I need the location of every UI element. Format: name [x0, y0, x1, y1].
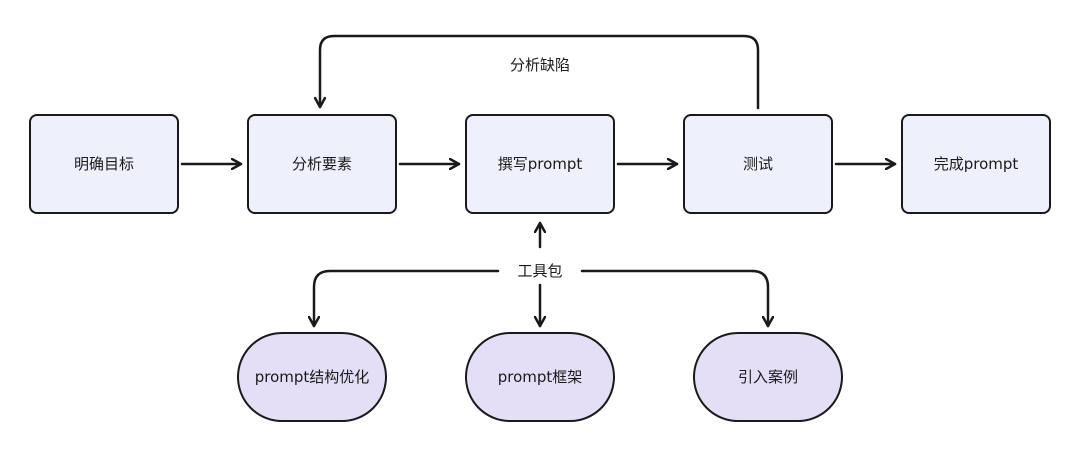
tool-structure-optimization: prompt结构优化 — [237, 332, 387, 422]
toolkit-label: 工具包 — [500, 261, 580, 281]
step-label: 完成prompt — [933, 155, 1019, 173]
toolkit-branch-right — [580, 269, 768, 328]
tool-label: prompt框架 — [497, 368, 583, 386]
step-analyze-elements: 分析要素 — [247, 114, 397, 214]
tool-label: prompt结构优化 — [254, 368, 370, 386]
step-write-prompt: 撰写prompt — [465, 114, 615, 214]
step-label: 测试 — [742, 155, 773, 173]
tool-add-examples: 引入案例 — [693, 332, 843, 422]
step-define-goal: 明确目标 — [29, 114, 179, 214]
step-label: 明确目标 — [73, 155, 134, 173]
step-complete-prompt: 完成prompt — [901, 114, 1051, 214]
feedback-label: 分析缺陷 — [488, 55, 592, 75]
step-test: 测试 — [683, 114, 833, 214]
tool-prompt-framework: prompt框架 — [465, 332, 615, 422]
step-label: 撰写prompt — [497, 155, 583, 173]
tool-label: 引入案例 — [737, 368, 798, 386]
arrow-feedback-loop — [320, 34, 760, 110]
step-label: 分析要素 — [291, 155, 352, 173]
toolkit-branch-left — [314, 269, 500, 328]
